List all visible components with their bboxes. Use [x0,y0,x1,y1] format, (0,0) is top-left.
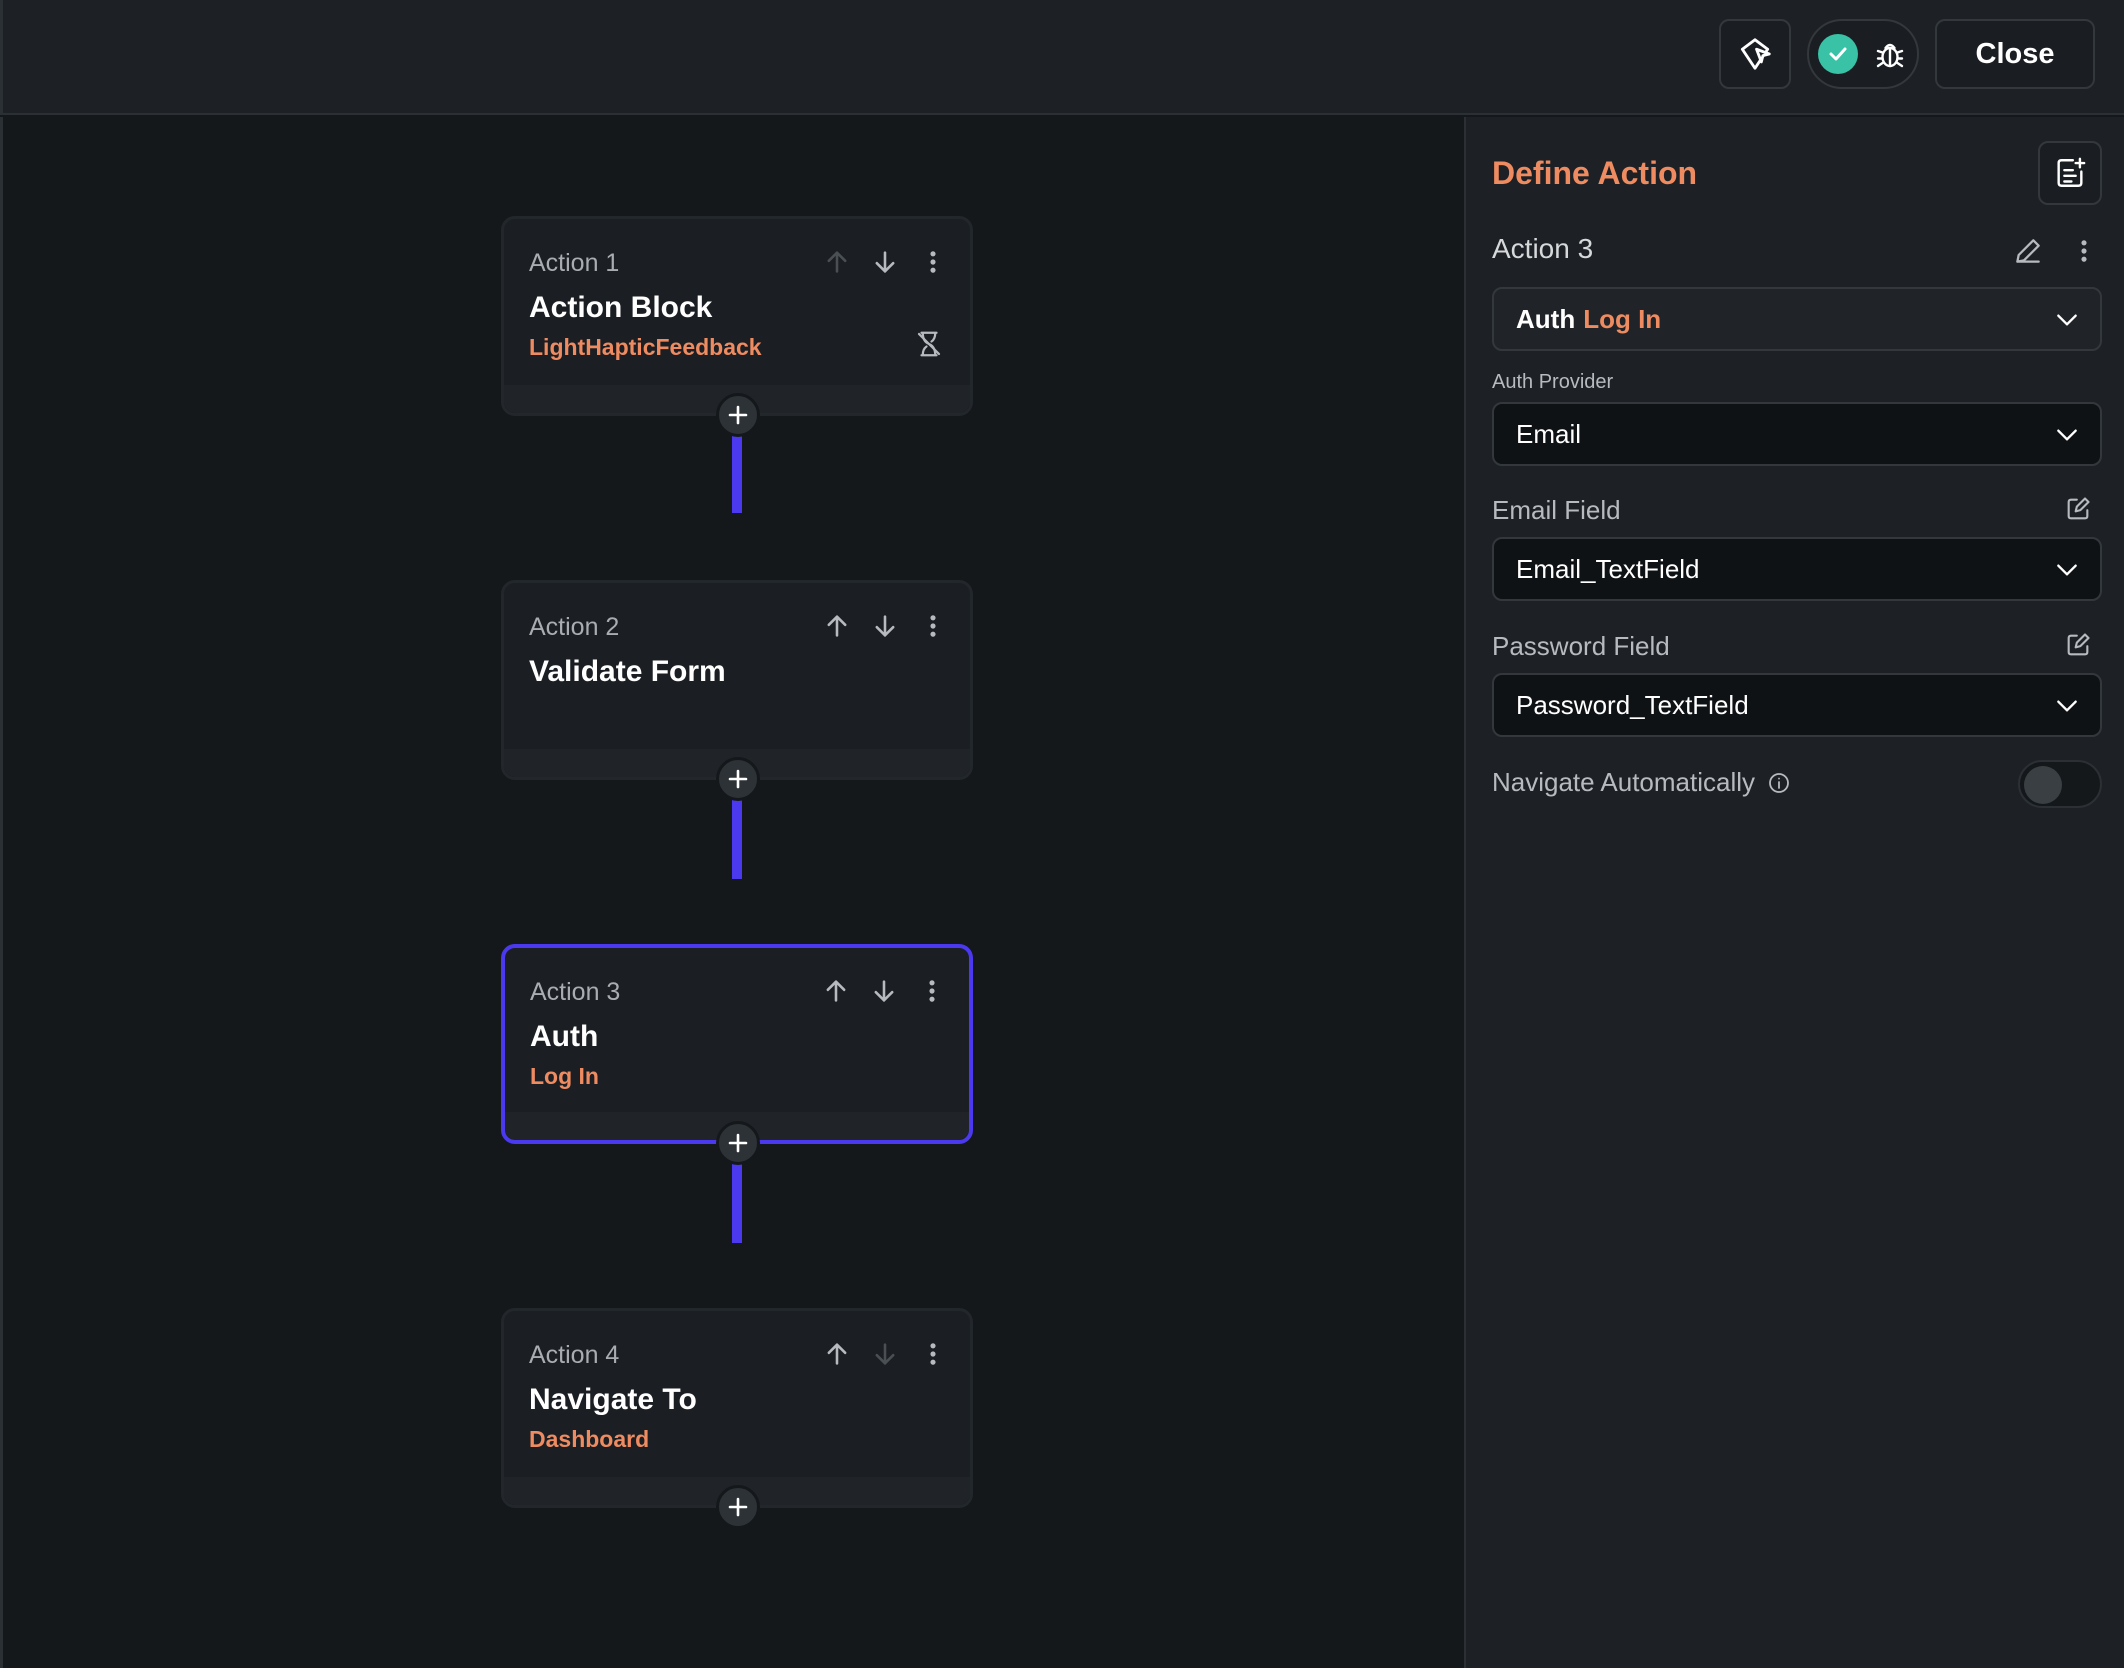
hourglass-disabled-icon[interactable] [914,329,944,359]
more-vert-icon[interactable] [918,611,948,641]
move-down-icon[interactable] [870,1339,900,1369]
document-add-icon [2057,157,2086,187]
plus-icon [728,1133,748,1153]
email-field-value: Email_TextField [1516,553,1700,584]
auth-provider-value: Email [1516,418,1582,449]
auth-provider-label: Auth Provider [1492,371,1614,393]
action-label: Action 1 [529,249,620,277]
connector-line [732,1145,742,1243]
bug-icon [1876,43,1904,68]
action-title: Auth [530,1020,599,1053]
navigate-automatically-label: Navigate Automatically [1492,767,1756,797]
navigate-automatically-row: Navigate Automatically [1492,767,1791,798]
edit-variable-icon[interactable] [2064,495,2092,528]
chevron-down-icon [2057,314,2077,326]
plus-icon [728,1497,748,1517]
action-type-dropdown[interactable]: Auth Log In [1492,287,2102,351]
plus-icon [728,405,748,425]
move-up-icon[interactable] [822,247,852,277]
plus-icon [728,769,748,789]
action-name: Action 3 [1492,233,1594,264]
action-label: Action 3 [530,978,621,1006]
action-label: Action 2 [529,613,620,641]
action-flow-canvas: Action 1 Action Block LightHapticFeedbac… [0,117,1464,1668]
move-up-icon[interactable] [822,611,852,641]
action-title: Validate Form [529,655,726,688]
action-card-4[interactable]: Action 4 Navigate To Dashboard [501,1308,973,1508]
connector-line [732,781,742,879]
add-note-button[interactable] [2038,141,2102,205]
chevron-down-icon [2057,700,2077,712]
password-field-label: Password Field [1492,631,1670,661]
top-bar: Close [0,0,2124,115]
password-field-dropdown[interactable]: Password_TextField [1492,673,2102,737]
action-type-sub: Log In [1583,303,1662,334]
move-down-icon[interactable] [870,611,900,641]
info-icon[interactable] [1767,771,1791,795]
action-label: Action 4 [529,1341,620,1369]
action-subtitle: Dashboard [529,1426,650,1452]
email-field-label: Email Field [1492,495,1621,525]
more-vert-icon[interactable] [2070,235,2098,272]
move-up-icon[interactable] [822,1339,852,1369]
chevron-down-icon [2057,429,2077,441]
move-up-icon[interactable] [821,976,851,1006]
chevron-down-icon [2057,564,2077,576]
move-down-icon[interactable] [869,976,899,1006]
cursor-select-icon [1740,38,1771,70]
action-subtitle: Log In [530,1063,599,1089]
define-action-panel: Define Action Action 3 Auth Log In Auth … [1464,117,2124,1668]
more-vert-icon[interactable] [917,976,947,1006]
debug-toggle-button[interactable] [1807,19,1919,89]
edit-pencil-icon[interactable] [2012,235,2044,272]
action-type-main: Auth [1516,303,1576,334]
add-action-button[interactable] [716,393,760,437]
action-title: Action Block [529,291,713,324]
close-button[interactable]: Close [1935,19,2095,89]
more-vert-icon[interactable] [918,247,948,277]
add-action-button[interactable] [716,1121,760,1165]
connector-line [732,417,742,513]
more-vert-icon[interactable] [918,1339,948,1369]
panel-title: Define Action [1492,155,1698,191]
add-action-button[interactable] [716,757,760,801]
auth-provider-dropdown[interactable]: Email [1492,402,2102,466]
password-field-value: Password_TextField [1516,689,1749,720]
select-widget-button[interactable] [1719,19,1791,89]
add-action-button[interactable] [716,1485,760,1529]
move-down-icon[interactable] [870,247,900,277]
email-field-dropdown[interactable]: Email_TextField [1492,537,2102,601]
action-card-1[interactable]: Action 1 Action Block LightHapticFeedbac… [501,216,973,416]
action-card-2[interactable]: Action 2 Validate Form [501,580,973,780]
navigate-automatically-toggle[interactable] [2018,760,2102,808]
toggle-knob [2024,766,2062,804]
action-title: Navigate To [529,1383,697,1416]
action-card-3[interactable]: Action 3 Auth Log In [501,944,973,1144]
edit-variable-icon[interactable] [2064,631,2092,664]
check-icon [1818,34,1858,74]
action-subtitle: LightHapticFeedback [529,334,762,360]
